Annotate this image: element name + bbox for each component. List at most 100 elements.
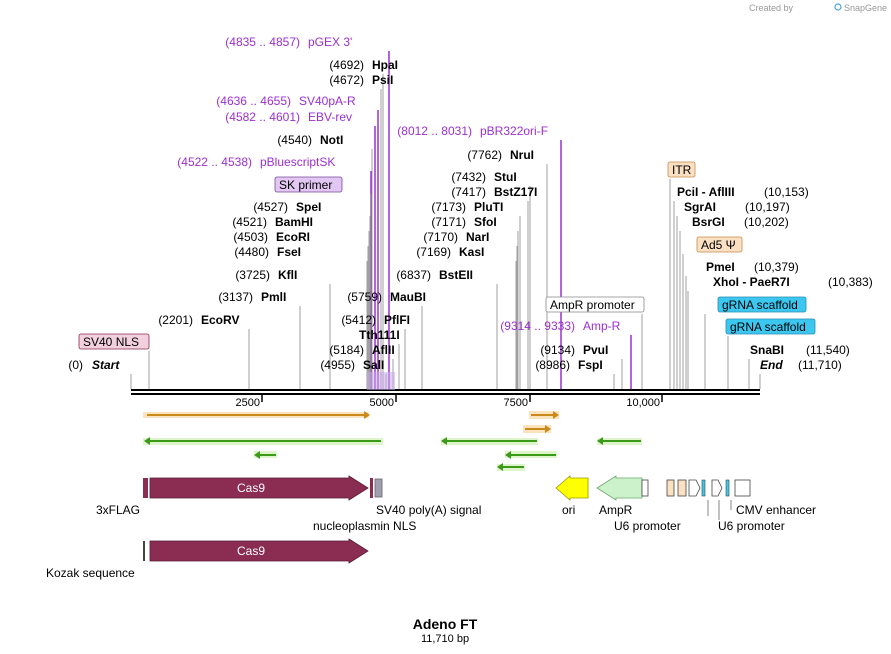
site-name: pBluescriptSK xyxy=(260,155,335,169)
snapgene-logo-icon xyxy=(834,3,842,11)
feature-nucleoplasmin-nls xyxy=(370,478,373,498)
label-3xflag: 3xFLAG xyxy=(96,503,140,517)
site-aflii: (5184)AflII xyxy=(329,343,394,357)
orf-arrow-green-4 xyxy=(505,451,557,459)
label-nucleoplasmin-nls: nucleoplasmin NLS xyxy=(313,519,416,533)
feature-cas9-label-2: Cas9 xyxy=(237,544,265,558)
orf-arrow-orange-2 xyxy=(523,425,551,433)
site-pcii-afliii: (10,153) PciI - AflIII xyxy=(677,185,809,199)
site-name: PmlI xyxy=(261,290,286,304)
site-position: (10,197) xyxy=(745,200,790,214)
site-position: (9134) xyxy=(540,343,575,357)
label-sv40-polya: SV40 poly(A) signal xyxy=(376,503,481,517)
site-amp-r: (9314 .. 9333) Amp-R xyxy=(500,319,620,333)
site-pvui: (9134)PvuI xyxy=(540,343,608,357)
site-name: BsrGI xyxy=(692,215,725,229)
label-cmv-enhancer: CMV enhancer xyxy=(736,503,816,517)
axis-tick-label: 7500 xyxy=(504,397,528,409)
feature-label-box xyxy=(274,176,343,193)
site-position: (4540) xyxy=(277,133,312,147)
site-position: (10,202) xyxy=(744,215,789,229)
site-position: (4480) xyxy=(234,245,269,259)
feature-itr-box xyxy=(666,479,675,497)
feature-kozak xyxy=(143,541,145,561)
feature-3xflag xyxy=(143,478,148,498)
feature-label-text: gRNA scaffold xyxy=(730,320,806,334)
site-position: (7173) xyxy=(431,200,466,214)
feature-u6-promoter-arrow xyxy=(688,479,701,497)
site-grna-scaffold: gRNA scaffold xyxy=(717,296,807,313)
site-position: (10,153) xyxy=(764,185,809,199)
feature-cas9-arrow-2: Cas9 xyxy=(149,538,369,564)
site-name: StuI xyxy=(494,170,517,184)
site-name: SalI xyxy=(363,358,384,372)
site-position: (7762) xyxy=(467,148,502,162)
backbone-top-strand xyxy=(131,389,760,391)
site-name: NarI xyxy=(466,230,489,244)
site-ecori: (4503)EcoRI xyxy=(233,230,310,244)
label-ampr: AmpR xyxy=(599,503,633,517)
site-snabi: (11,540) SnaBI xyxy=(750,343,850,357)
site-name: pBR322ori-F xyxy=(480,124,548,138)
site-name: XhoI - PaeR7I xyxy=(713,275,790,289)
plasmid-name: Adeno FT xyxy=(413,616,478,632)
site-name: FspI xyxy=(578,358,603,372)
site-name: pGEX 3' xyxy=(308,35,352,49)
site-sk-primer: SK primer xyxy=(274,176,343,193)
feature-cas9-label: Cas9 xyxy=(237,481,265,495)
feature-ad5-psi-box xyxy=(677,479,687,497)
site-ampr-promoter: AmpR promoter xyxy=(545,296,645,313)
feature-label-text: SV40 NLS xyxy=(83,335,139,349)
site-position: (5759) xyxy=(347,290,382,304)
credit-prefix: Created by xyxy=(749,3,794,13)
feature-label-text: gRNA scaffold xyxy=(722,298,798,312)
site-position: (4582 .. 4601) xyxy=(225,110,300,124)
site-name: SgrAI xyxy=(684,200,716,214)
site-labels: (4835 .. 4857)pGEX 3'(4692)HpaI(4672)Psi… xyxy=(68,35,872,372)
site-name: Start xyxy=(92,358,120,372)
site-fspi: (8986) FspI xyxy=(535,358,602,372)
site-name: EBV-rev xyxy=(308,110,352,124)
site-position: (4503) xyxy=(233,230,268,244)
site-position: (11,540) xyxy=(806,343,850,357)
site-name: AflII xyxy=(372,343,395,357)
feature-grna-scaffold-1 xyxy=(701,479,706,497)
site-position: (8986) xyxy=(535,358,570,372)
label-u6-promoter-1: U6 promoter xyxy=(614,519,681,533)
site-position: (6837) xyxy=(396,268,431,282)
site-name: SV40pA-R xyxy=(299,94,356,108)
orf-arrow-green-long xyxy=(143,437,383,445)
feature-label-text: SK primer xyxy=(279,178,332,192)
site-position: (4636 .. 4655) xyxy=(216,94,291,108)
site-name: SnaBI xyxy=(750,343,784,357)
site-name: Tth111I xyxy=(359,328,400,342)
site-pbluescriptsk: (4522 .. 4538)pBluescriptSK xyxy=(177,155,335,169)
site-sv40-nls: SV40 NLS xyxy=(78,333,150,350)
feature-label-box xyxy=(696,236,743,253)
feature-track: Cas9 Cas9 xyxy=(143,475,751,564)
feature-ori-arrow xyxy=(555,475,589,501)
site-position: (4692) xyxy=(329,58,364,72)
feature-cas9-arrow: Cas9 xyxy=(149,475,369,501)
axis-tick-label: 5000 xyxy=(370,397,394,409)
site-name: PciI - AflIII xyxy=(677,185,735,199)
site-stui: (7432)StuI xyxy=(451,170,516,184)
label-kozak: Kozak sequence xyxy=(46,566,135,580)
site-pmli: (3137) PmlI xyxy=(218,290,286,304)
feature-label-box xyxy=(725,318,816,335)
site-start: (0)Start xyxy=(68,358,120,372)
site-position: (3137) xyxy=(218,290,253,304)
feature-label-text: Ad5 Ψ xyxy=(701,238,736,252)
feature-cmv-enhancer xyxy=(734,479,751,497)
site-grna-scaffold: gRNA scaffold xyxy=(725,318,816,335)
feature-label-box xyxy=(545,296,645,313)
site-name: Amp-R xyxy=(583,319,621,333)
site-position: (10,379) xyxy=(754,260,799,274)
orf-arrow-green-3 xyxy=(254,451,277,459)
site-position: (9314 .. 9333) xyxy=(500,319,575,333)
site-bamhi: (4521)BamHI xyxy=(232,215,313,229)
site-nrui: (7762)NruI xyxy=(467,148,534,162)
site-pmei: (10,379)PmeI xyxy=(706,260,799,274)
orf-arrow-orange-long xyxy=(143,411,370,419)
